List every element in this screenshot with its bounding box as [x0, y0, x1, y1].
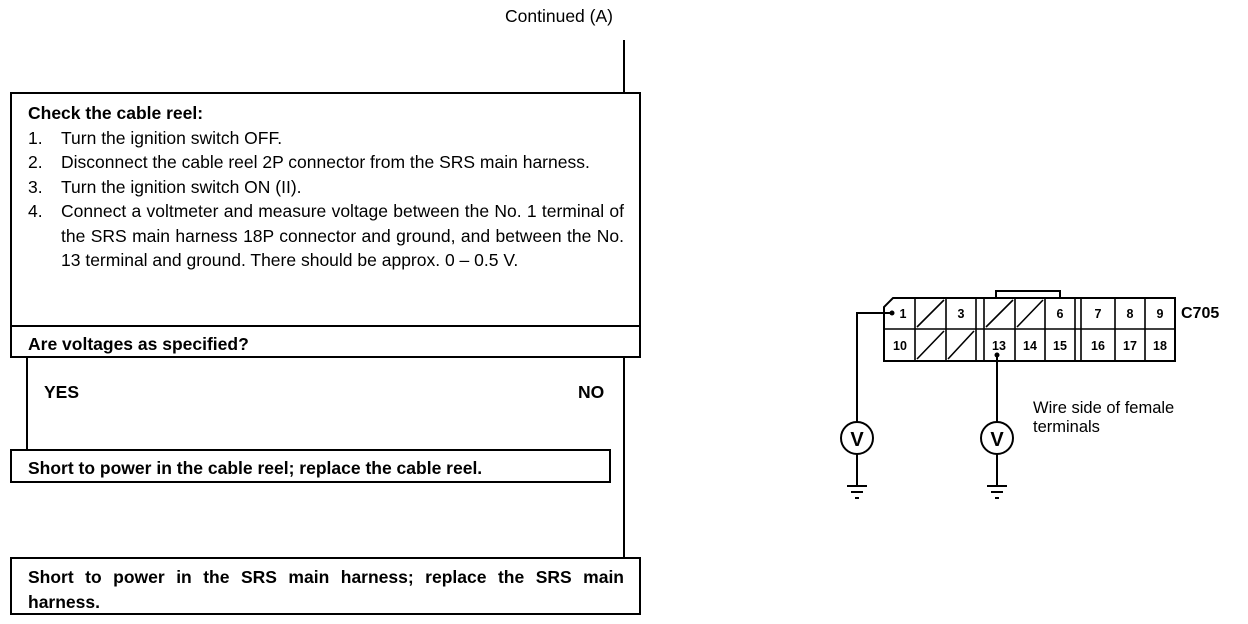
terminal-16: 16 [1091, 339, 1105, 353]
ground-symbol-1 [847, 454, 867, 499]
probe-point-2 [994, 352, 1000, 358]
terminal-8: 8 [1127, 307, 1134, 321]
terminal-10: 10 [893, 339, 907, 353]
voltmeter-1: V [840, 421, 874, 455]
connector-latch [995, 290, 1061, 299]
terminal-1: 1 [900, 307, 907, 321]
step-1: 1.Turn the ignition switch OFF. [28, 127, 283, 148]
check-title: Check the cable reel: [28, 103, 204, 123]
no-label: NO [578, 382, 605, 402]
continued-label: Continued (A) [505, 6, 613, 26]
question-divider [12, 325, 639, 327]
voltmeter-2: V [980, 421, 1014, 455]
probe-point-1 [889, 310, 895, 316]
yes-branch-line [26, 357, 28, 450]
terminal-7: 7 [1095, 307, 1102, 321]
connector-column-dividers [914, 298, 1146, 361]
ground-symbol-2 [987, 454, 1007, 499]
no-branch-line [623, 357, 625, 558]
terminal-13: 13 [992, 339, 1006, 353]
voltmeter-1-label: V [850, 429, 864, 451]
empty-cavity-marks [916, 299, 1044, 360]
continued-connector-line [623, 40, 625, 92]
voltmeter-2-label: V [990, 429, 1004, 451]
terminal-18: 18 [1153, 339, 1167, 353]
terminal-6: 6 [1057, 307, 1064, 321]
connector-id: C705 [1181, 305, 1219, 322]
probe-wire-1 [856, 312, 892, 422]
question-text: Are voltages as specified? [28, 334, 249, 354]
step-3: 3.Turn the ignition switch ON (II). [28, 176, 302, 197]
check-box-body: Check the cable reel: 1.Turn the ignitio… [28, 101, 624, 273]
terminal-15: 15 [1053, 339, 1067, 353]
terminal-14: 14 [1023, 339, 1037, 353]
terminal-3: 3 [958, 307, 965, 321]
check-box: Check the cable reel: 1.Turn the ignitio… [10, 92, 641, 358]
terminal-17: 17 [1123, 339, 1137, 353]
wire-side-note-line2: terminals [1033, 418, 1100, 436]
yes-result-text: Short to power in the cable reel; replac… [28, 458, 483, 478]
step-2: 2.Disconnect the cable reel 2P connector… [28, 152, 590, 172]
wire-side-note-line1: Wire side of female [1033, 399, 1174, 417]
no-result-box: Short to power in the SRS main harness; … [10, 557, 641, 615]
yes-result-box: Short to power in the cable reel; replac… [10, 449, 611, 483]
no-result-text: Short to power in the SRS main harness; … [28, 567, 624, 612]
terminal-9: 9 [1157, 307, 1164, 321]
yes-label: YES [44, 382, 80, 402]
step-4: 4.Connect a voltmeter and measure voltag… [28, 201, 624, 270]
